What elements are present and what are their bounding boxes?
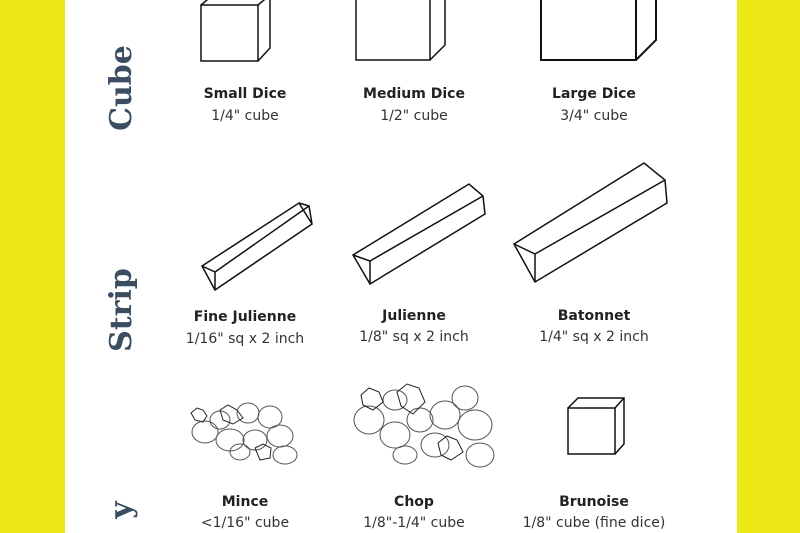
cut-size: 3/4" cube <box>560 108 628 124</box>
chop-pieces-icon <box>353 383 495 468</box>
batonnet-strip-icon <box>512 162 668 284</box>
cut-size: 1/16" sq x 2 inch <box>185 331 305 347</box>
cut-name: Julienne <box>382 308 446 324</box>
category-label-cube: Cube <box>104 45 139 131</box>
cut-size: 1/4" sq x 2 inch <box>539 329 649 345</box>
cut-size: 1/2" cube <box>380 108 448 124</box>
fine-julienne-strip-icon <box>201 201 314 292</box>
cut-name: Brunoise <box>559 494 629 510</box>
cut-size: 1/4" cube <box>211 108 279 124</box>
brunoise-cube-icon <box>567 397 625 455</box>
cut-name: Small Dice <box>203 86 287 102</box>
category-label-third: y <box>104 501 139 519</box>
cut-name: Mince <box>221 494 269 510</box>
large-dice-cube-icon <box>540 0 657 61</box>
julienne-strip-icon <box>351 183 486 286</box>
cut-name: Batonnet <box>557 308 631 324</box>
medium-dice-cube-icon <box>355 0 446 61</box>
cut-illustrations <box>190 0 668 468</box>
cut-size: 1/8" cube (fine dice) <box>522 515 666 531</box>
cut-name: Large Dice <box>552 86 636 102</box>
cut-name: Medium Dice <box>363 86 465 102</box>
cut-name: Chop <box>394 494 434 510</box>
cut-size: 1/8"-1/4" cube <box>363 515 465 531</box>
category-label-strip: Strip <box>104 268 139 352</box>
cut-size: <1/16" cube <box>200 515 290 531</box>
mince-pieces-icon <box>190 402 298 465</box>
cut-size: 1/8" sq x 2 inch <box>359 329 469 345</box>
cut-guide-panel: Cube Strip y Small Dice 1/4" cube Medium… <box>65 0 737 533</box>
cut-name: Fine Julienne <box>193 309 297 325</box>
small-dice-cube-icon <box>200 0 271 62</box>
